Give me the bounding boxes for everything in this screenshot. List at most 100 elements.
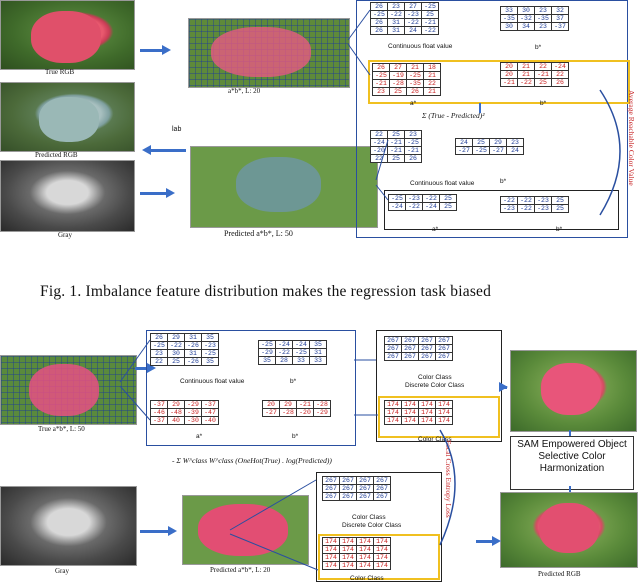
matrix-cell: -25 [370, 10, 388, 19]
matrix-cell: -25 [372, 71, 390, 80]
matrix-cell: -30 [184, 416, 202, 425]
color-class-low-label: Color Class [352, 514, 386, 521]
b-star-label-low: b* [500, 178, 507, 185]
arrow-head-icon [499, 382, 508, 392]
matrix-cell: 25 [387, 130, 405, 139]
matrix-cell: -37 [201, 400, 219, 409]
matrix-cell: 174 [435, 416, 453, 425]
arrow-to-rgb [476, 540, 494, 543]
matrix-cell: -21 [387, 138, 405, 147]
matrix-cell: -37 [551, 22, 569, 31]
matrix-cell: 174 [435, 400, 453, 409]
rose-output-bottom [500, 492, 638, 568]
matrix-cell: 174 [356, 537, 374, 546]
matrix-cell: -20 [370, 146, 388, 155]
color-class-top-label: Color Class [418, 374, 452, 381]
matrix-cell: 267 [435, 336, 453, 345]
matrix-cell: 22 [534, 62, 552, 71]
matrix-cell: -24 [551, 62, 569, 71]
matrix-cell: 33 [309, 356, 327, 365]
matrix-cell: -32 [517, 14, 535, 23]
matrix-cell: 31 [387, 18, 405, 27]
matrix-cell: 25 [389, 87, 407, 96]
a-star-label-fig2: a* [196, 433, 203, 440]
matrix-cell: -22 [500, 196, 518, 205]
b-star-label-mid: b* [540, 100, 547, 107]
vertical-note-fig2: Focal Cross Entropy Loss [444, 440, 453, 518]
matrix-cell: -22 [275, 348, 293, 357]
sum-formula: Σ (True - Predicted)² [422, 111, 485, 120]
matrix-cell: -23 [404, 10, 422, 19]
matrix-cell: 22 [370, 130, 388, 139]
matrix-cell: -22 [517, 78, 535, 87]
gray-photo [0, 160, 135, 232]
matrix-cell: 34 [517, 22, 535, 31]
matrix-cell: 267 [339, 476, 357, 485]
matrix-cell: -25 [150, 341, 168, 350]
matrix-cell: -27 [455, 146, 473, 155]
matrix-cell: 26 [551, 78, 569, 87]
matrix-cell: -21 [387, 146, 405, 155]
matrix-cell: -24 [370, 138, 388, 147]
matrix-cell: 23 [387, 2, 405, 11]
matrix-cell: 174 [356, 545, 374, 554]
focal-loss-formula: - Σ W^class W^class (OneHot(True) . log(… [172, 456, 332, 465]
matrix-cell: 31 [387, 26, 405, 35]
matrix-cell: 27 [404, 2, 422, 11]
matrix-cell: 35 [201, 357, 219, 366]
matrix-cell: -23 [500, 204, 518, 213]
matrix-cell: 22 [423, 79, 441, 88]
matrix-cell: 21 [517, 70, 535, 79]
matrix-cell: -24 [388, 202, 406, 211]
matrix-cell: 23 [534, 6, 552, 15]
matrix-cell: 22 [150, 357, 168, 366]
matrix-cell: 267 [322, 484, 340, 493]
ab-top-image [188, 18, 350, 88]
matrix-cell: -40 [201, 416, 219, 425]
matrix-cell: 31 [184, 333, 202, 342]
matrix-cell: 174 [401, 416, 419, 425]
predicted-ab-label-fig2: Predicted a*b*, L: 20 [210, 566, 271, 574]
matrix-cell: 40 [167, 416, 185, 425]
matrix-cell: 30 [167, 349, 185, 358]
matrix-cell: 174 [339, 545, 357, 554]
matrix-cell: 267 [401, 336, 419, 345]
matrix-cell: 174 [356, 553, 374, 562]
matrix-cell: 267 [418, 344, 436, 353]
matrix-cell: 21 [517, 62, 535, 71]
matrix-cell: -39 [184, 408, 202, 417]
matrix-cell: -37 [150, 416, 168, 425]
matrix-cell: 267 [373, 476, 391, 485]
matrix-cell: 267 [356, 484, 374, 493]
matrix-cell: 174 [384, 408, 402, 417]
matrix-cell: 26 [370, 18, 388, 27]
matrix-cell: 21 [423, 87, 441, 96]
matrix-cell: -35 [406, 79, 424, 88]
matrix-cell: -21 [372, 79, 390, 88]
matrix-cell: -21 [534, 70, 552, 79]
matrix-cell: 267 [384, 344, 402, 353]
true-rgb-label: True RGB [45, 68, 75, 76]
arrow-to-predicted-ab [140, 192, 166, 195]
predicted-rgb-photo [0, 82, 135, 152]
arrow-gray-to-pred [140, 530, 168, 533]
matrix-cell: 26 [150, 333, 168, 342]
a-star-label: a* [410, 100, 417, 107]
matrix-cell: 22 [370, 154, 388, 163]
matrix-cell: -27 [489, 146, 507, 155]
matrix-cell: 174 [322, 553, 340, 562]
lab-label: lab [172, 126, 182, 133]
matrix-cell: -24 [422, 202, 440, 211]
matrix-cell: 267 [384, 336, 402, 345]
vertical-note-fig1: Average Reachable Color Value [627, 90, 636, 186]
